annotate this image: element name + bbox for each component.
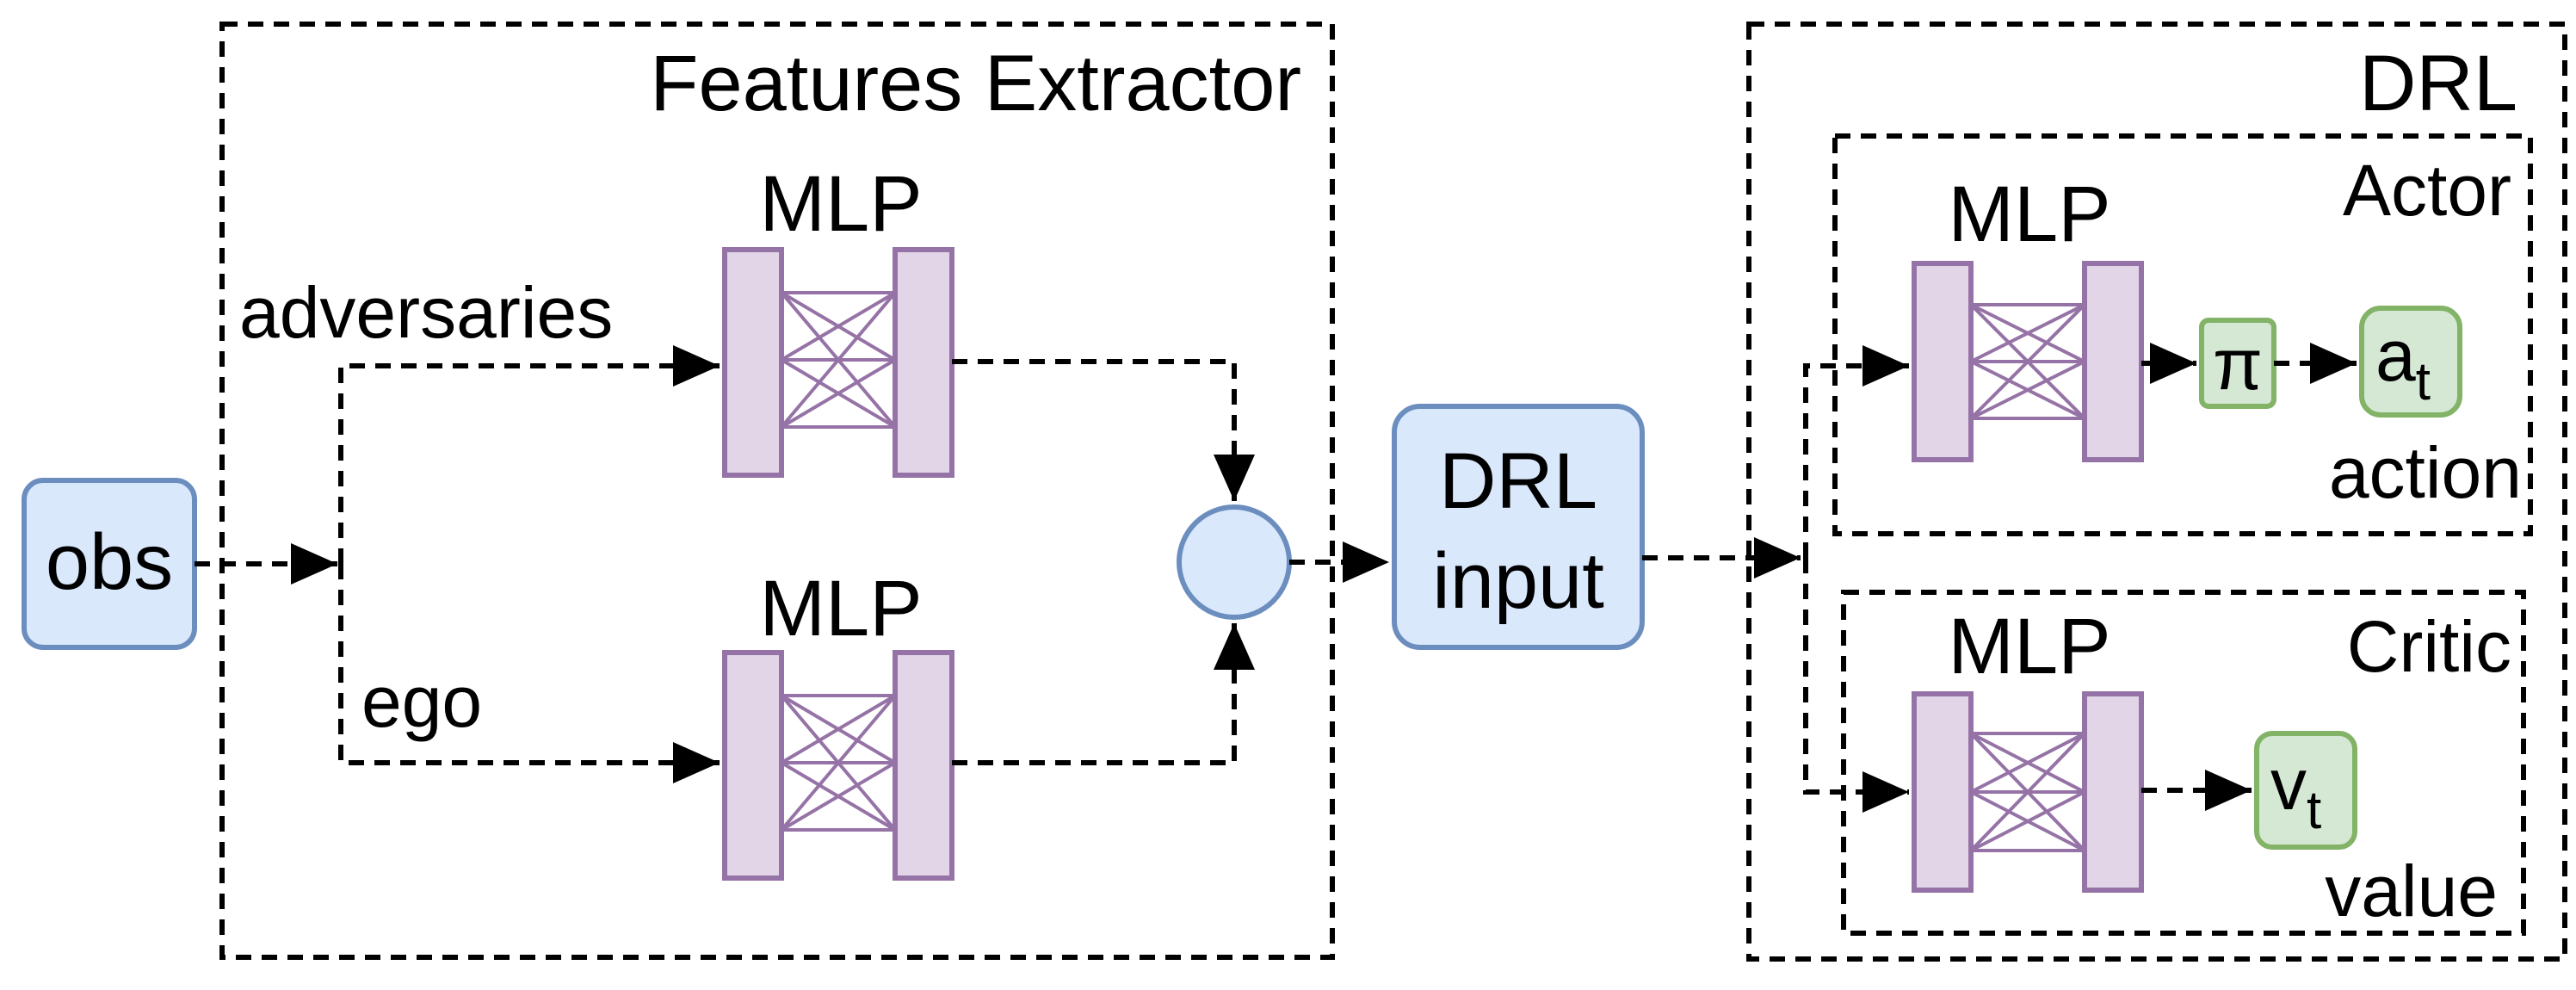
mlp-actor-label: MLP	[1948, 170, 2110, 258]
split-to-actor-mlp-arrow	[1803, 345, 1909, 558]
mlp-ego-label: MLP	[759, 565, 922, 653]
mlp-actor: MLP	[1912, 170, 2144, 462]
mlp-ego-input-layer	[722, 650, 784, 881]
mlp-ego-output-layer	[893, 650, 954, 881]
critic-container: Critic	[1841, 590, 2526, 936]
mlp-critic: MLP	[1912, 603, 2144, 893]
split-to-mlp-adversaries-arrow	[338, 345, 720, 564]
drl-input-label-line2: input	[1432, 537, 1604, 625]
value-caption: value	[2325, 851, 2498, 931]
policy-node: π	[2199, 318, 2276, 409]
actor-container: Actor	[1832, 133, 2533, 536]
actor-title: Actor	[2343, 150, 2511, 231]
mlp-ego-links	[780, 694, 897, 832]
adversaries-branch-label: adversaries	[239, 272, 613, 353]
mlp-critic-links	[1969, 732, 2086, 852]
critic-title: Critic	[2347, 606, 2511, 687]
mlp-ego-to-concat-arrow	[952, 623, 1255, 765]
split-to-critic-mlp-arrow	[1803, 558, 1909, 813]
features-extractor-container: Features Extractor	[219, 22, 1335, 960]
value-symbol: vt	[2270, 744, 2321, 840]
mlp-adversaries-label: MLP	[759, 160, 922, 248]
mlp-adversaries-output-layer	[893, 247, 954, 478]
split-to-mlp-ego-arrow	[338, 564, 720, 783]
action-symbol: at	[2375, 315, 2431, 411]
mlp-critic-input-layer	[1912, 691, 1974, 893]
concat-node	[1177, 504, 1292, 620]
drl-title: DRL	[2359, 40, 2517, 127]
value-node: vt	[2254, 731, 2357, 850]
obs-label: obs	[46, 518, 173, 606]
mlp-adversaries: MLP	[722, 160, 954, 478]
mlp-ego: MLP	[722, 565, 954, 881]
mlp-actor-output-layer	[2082, 261, 2144, 462]
mlp-actor-input-layer	[1912, 261, 1974, 462]
action-node: at	[2359, 306, 2462, 418]
mlp-adversaries-to-concat-arrow	[952, 359, 1255, 501]
mlp-critic-label: MLP	[1948, 603, 2110, 690]
mlp-actor-links	[1969, 303, 2086, 420]
mlp-adversaries-links	[780, 291, 897, 429]
obs-node: obs	[22, 478, 197, 650]
drl-container: DRL	[1746, 22, 2567, 962]
policy-label: π	[2213, 324, 2263, 405]
drl-input-node: DRL input	[1392, 404, 1645, 650]
connectors	[195, 343, 2357, 813]
mlp-critic-output-layer	[2082, 691, 2144, 893]
ego-branch-label: ego	[361, 661, 482, 742]
mlp-adversaries-input-layer	[722, 247, 784, 478]
drl-input-label-line1: DRL	[1439, 437, 1597, 525]
action-caption: action	[2329, 432, 2522, 513]
features-extractor-title: Features Extractor	[650, 40, 1301, 127]
